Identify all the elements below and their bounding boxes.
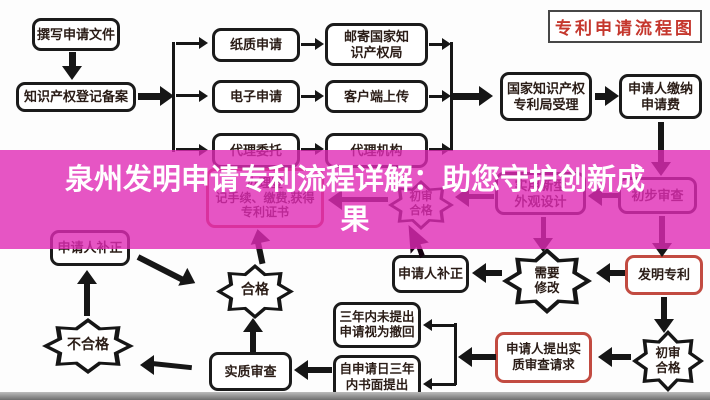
arrowhead xyxy=(458,347,472,367)
arrowhead xyxy=(472,263,486,283)
arrowhead xyxy=(294,360,308,380)
flowchart-title-box: 专利申请流程图 xyxy=(548,10,702,43)
headline-line2: 果 xyxy=(340,203,370,236)
line xyxy=(432,383,456,386)
node-electronic-application: 电子申请 xyxy=(212,80,300,113)
arrowhead xyxy=(77,270,97,284)
arrowhead xyxy=(315,90,324,102)
node-substantive-exam: 实质审查 xyxy=(209,352,292,391)
arrowhead xyxy=(315,38,324,50)
arrow-substantive-to-pass xyxy=(250,330,256,352)
arrow-invention-to-pass xyxy=(661,297,667,321)
line xyxy=(301,43,317,46)
line xyxy=(429,43,447,46)
line xyxy=(301,148,317,151)
node-applicant-correction-right: 申请人补正 xyxy=(392,255,469,293)
node-deemed-withdrawn: 三年内未提出 申请视为撤回 xyxy=(333,302,421,348)
line xyxy=(432,324,456,327)
arrowhead xyxy=(598,347,612,367)
arrowhead xyxy=(62,66,82,80)
arrowhead xyxy=(315,143,324,155)
arrowhead xyxy=(178,267,200,293)
arrowhead xyxy=(199,37,208,49)
merge-line-right xyxy=(450,42,453,151)
node-fail: 不合格 xyxy=(42,318,134,374)
line xyxy=(429,95,447,98)
arrow-invention-to-modify xyxy=(608,270,625,276)
line xyxy=(429,148,450,151)
node-client-upload: 客户端上传 xyxy=(325,80,428,113)
line xyxy=(176,94,202,97)
node-cnipa-acceptance: 国家知识产权 专利局受理 xyxy=(500,72,592,121)
arrow-fee-to-prelim xyxy=(658,122,664,164)
node-pay-application-fee: 申请人缴纳 申请费 xyxy=(619,74,702,119)
branch-line-left xyxy=(172,42,175,152)
arrowhead xyxy=(605,86,619,106)
arrowhead xyxy=(140,355,154,375)
node-mail-cnipa: 邮寄国家知 识产权局 xyxy=(325,23,428,66)
arrowhead xyxy=(479,86,493,106)
bottom-gray-strip xyxy=(0,392,710,400)
arrowhead xyxy=(442,38,451,50)
arrow-register-to-branch xyxy=(138,93,162,100)
arrowhead xyxy=(442,143,451,155)
arrowhead xyxy=(423,319,432,331)
line xyxy=(301,95,317,98)
headline-banner: 泉州发明申请专利流程详解：助您守护创新成 果 xyxy=(0,150,710,249)
node-write-application: 撰写申请文件 xyxy=(32,18,120,51)
arrow-pass-to-request xyxy=(611,354,631,360)
node-ipr-registration: 知识产权登记备案 xyxy=(16,82,136,112)
arrowhead xyxy=(423,378,432,390)
arrowhead xyxy=(596,263,610,283)
arrowhead xyxy=(442,90,451,102)
arrow-request-to-bracket xyxy=(470,354,496,360)
node-prelim-pass-right: 初审 合格 xyxy=(632,330,704,392)
arrow-correction-diagonal xyxy=(136,254,184,283)
arrow-acceptance-to-fee xyxy=(595,93,607,100)
bracket-line xyxy=(454,323,457,385)
arrowhead xyxy=(160,86,174,106)
line xyxy=(176,42,202,45)
arrowhead xyxy=(243,318,263,332)
arrow-modify-to-correction xyxy=(484,270,502,276)
node-invention-patent: 发明专利 xyxy=(625,255,703,295)
headline-line1: 泉州发明申请专利流程详解：助您守护创新成 xyxy=(64,163,645,196)
arrowhead xyxy=(654,319,674,333)
node-pass: 合格 xyxy=(216,264,294,319)
arrow-merge-to-acceptance xyxy=(453,93,481,100)
arrow-write-to-register xyxy=(69,52,76,67)
arrow-substantive-to-fail xyxy=(151,361,193,371)
line xyxy=(176,148,202,151)
arrow-written-to-substantive xyxy=(306,367,332,373)
arrow-fail-to-correction xyxy=(84,284,90,316)
node-need-modify: 需要 修改 xyxy=(502,248,592,314)
node-request-substantive: 申请人提出实 质审查请求 xyxy=(495,332,592,383)
arrowhead xyxy=(199,90,208,102)
node-paper-application: 纸质申请 xyxy=(212,28,300,62)
